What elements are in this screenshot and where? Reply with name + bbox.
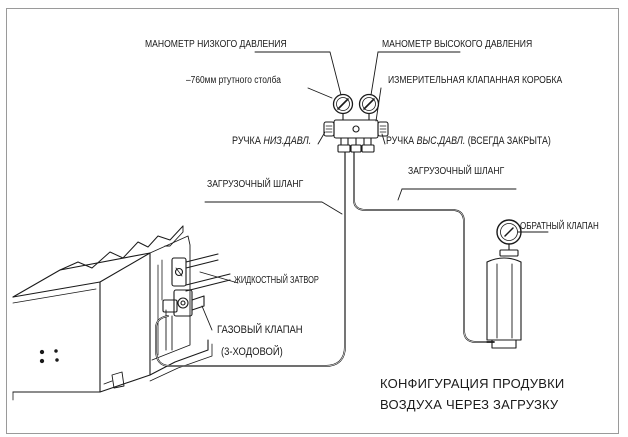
outdoor-unit <box>12 225 213 401</box>
high-handle-italic: ВЫС.ДАВЛ. <box>416 135 466 147</box>
diagram-frame <box>6 8 619 434</box>
diagram-caption-line1: КОНФИГУРАЦИЯ ПРОДУВКИ <box>380 376 565 391</box>
low-handle-italic: НИЗ.ДАВЛ. <box>263 135 312 147</box>
gas-valve-label-line1: ГАЗОВЫЙ КЛАПАН <box>217 324 303 336</box>
high-handle-suffix: (ВСЕГДА ЗАКРЫТА) <box>465 135 551 147</box>
low-pressure-gauge-label: МАНОМЕТР НИЗКОГО ДАВЛЕНИЯ <box>145 39 287 50</box>
low-pressure-handle-label: РУЧКА НИЗ.ДАВЛ. <box>232 136 311 147</box>
diagram-caption-line2: ВОЗДУХА ЧЕРЕЗ ЗАГРУЗКУ <box>380 397 559 412</box>
high-pressure-gauge-label: МАНОМЕТР ВЫСОКОГО ДАВЛЕНИЯ <box>382 39 533 50</box>
check-valve-label: ОБРАТНЫЙ КЛАПАН <box>520 221 599 232</box>
manifold-gauge-set <box>323 93 389 153</box>
gas-valve-label-line2: (3-ХОДОВОЙ) <box>221 346 283 358</box>
vacuum-reading-label: –760мм ртутного столба <box>186 75 281 86</box>
low-handle-prefix: РУЧКА <box>232 135 264 147</box>
high-pressure-handle-label: РУЧКА ВЫС.ДАВЛ. (ВСЕГДА ЗАКРЫТА) <box>386 136 551 147</box>
cylinder-assembly <box>486 219 522 349</box>
charging-hoses <box>155 151 495 367</box>
liquid-valve-label: ЖИДКОСТНЫЙ ЗАТВОР <box>234 275 319 286</box>
charging-hose-right-label: ЗАГРУЗОЧНЫЙ ШЛАНГ <box>408 166 505 177</box>
charging-hose-left-label: ЗАГРУЗОЧНЫЙ ШЛАНГ <box>207 179 304 190</box>
manifold-label: ИЗМЕРИТЕЛЬНАЯ КЛАПАННАЯ КОРОБКА <box>388 75 563 86</box>
high-handle-prefix: РУЧКА <box>386 135 417 147</box>
service-valves <box>161 253 231 351</box>
leader-lines <box>199 51 549 331</box>
